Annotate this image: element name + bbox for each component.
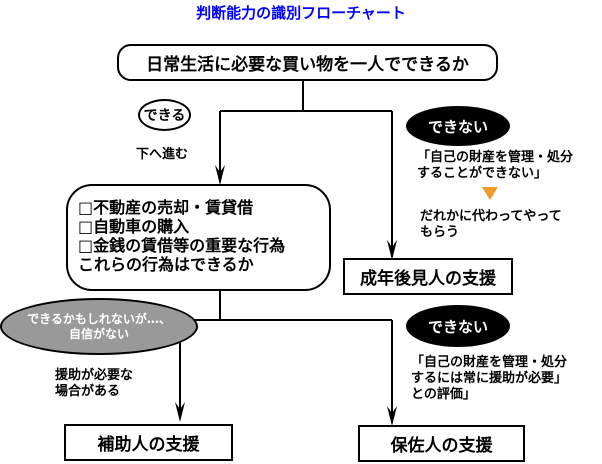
no-badge-2: できない (406, 305, 510, 347)
checklist-item: □自動車の購入 (78, 217, 190, 236)
go-down-label: 下へ進む (136, 147, 189, 162)
arrow-to-curator (387, 406, 397, 426)
no-badge-1: できない (406, 106, 510, 146)
no-result-note: だれかに代わってやって もらう (420, 209, 562, 240)
no-desc-2: 「自己の財産を管理・処分 するには常に援助が必要」 との評価」 (411, 355, 568, 402)
no-desc-1: 「自己の財産を管理・処分 することができない」 (417, 150, 574, 181)
orange-triangle-icon (482, 187, 498, 200)
question-important-acts: □不動産の売却・賃貸借 □自動車の購入 □金銭の賃借等の重要な行為 これらの行為… (66, 184, 331, 291)
checklist-item: □不動産の売却・賃貸借 (78, 198, 254, 217)
result-guardian: 成年後見人の支援 (343, 258, 513, 295)
checklist-item: □金銭の賃借等の重要な行為 (78, 236, 286, 255)
yes-badge: できる (138, 99, 191, 131)
connector-q1 (219, 80, 393, 257)
result-assistant: 補助人の支援 (64, 424, 233, 461)
arrow-to-assistant (175, 402, 185, 422)
maybe-badge: できるかもしれないが…、 自信がない (0, 298, 198, 355)
arrow-to-guardian (387, 240, 397, 260)
question-text: これらの行為はできるか (78, 255, 254, 274)
question-shopping: 日常生活に必要な買い物を一人でできるか (117, 44, 498, 81)
maybe-note: 援助が必要な 場合がある (55, 368, 134, 399)
result-curator: 保佐人の支援 (358, 425, 525, 462)
page-title: 判断能力の識別フローチャート (196, 4, 406, 22)
connector-q2 (179, 290, 393, 423)
arrow-to-q2 (215, 165, 225, 185)
